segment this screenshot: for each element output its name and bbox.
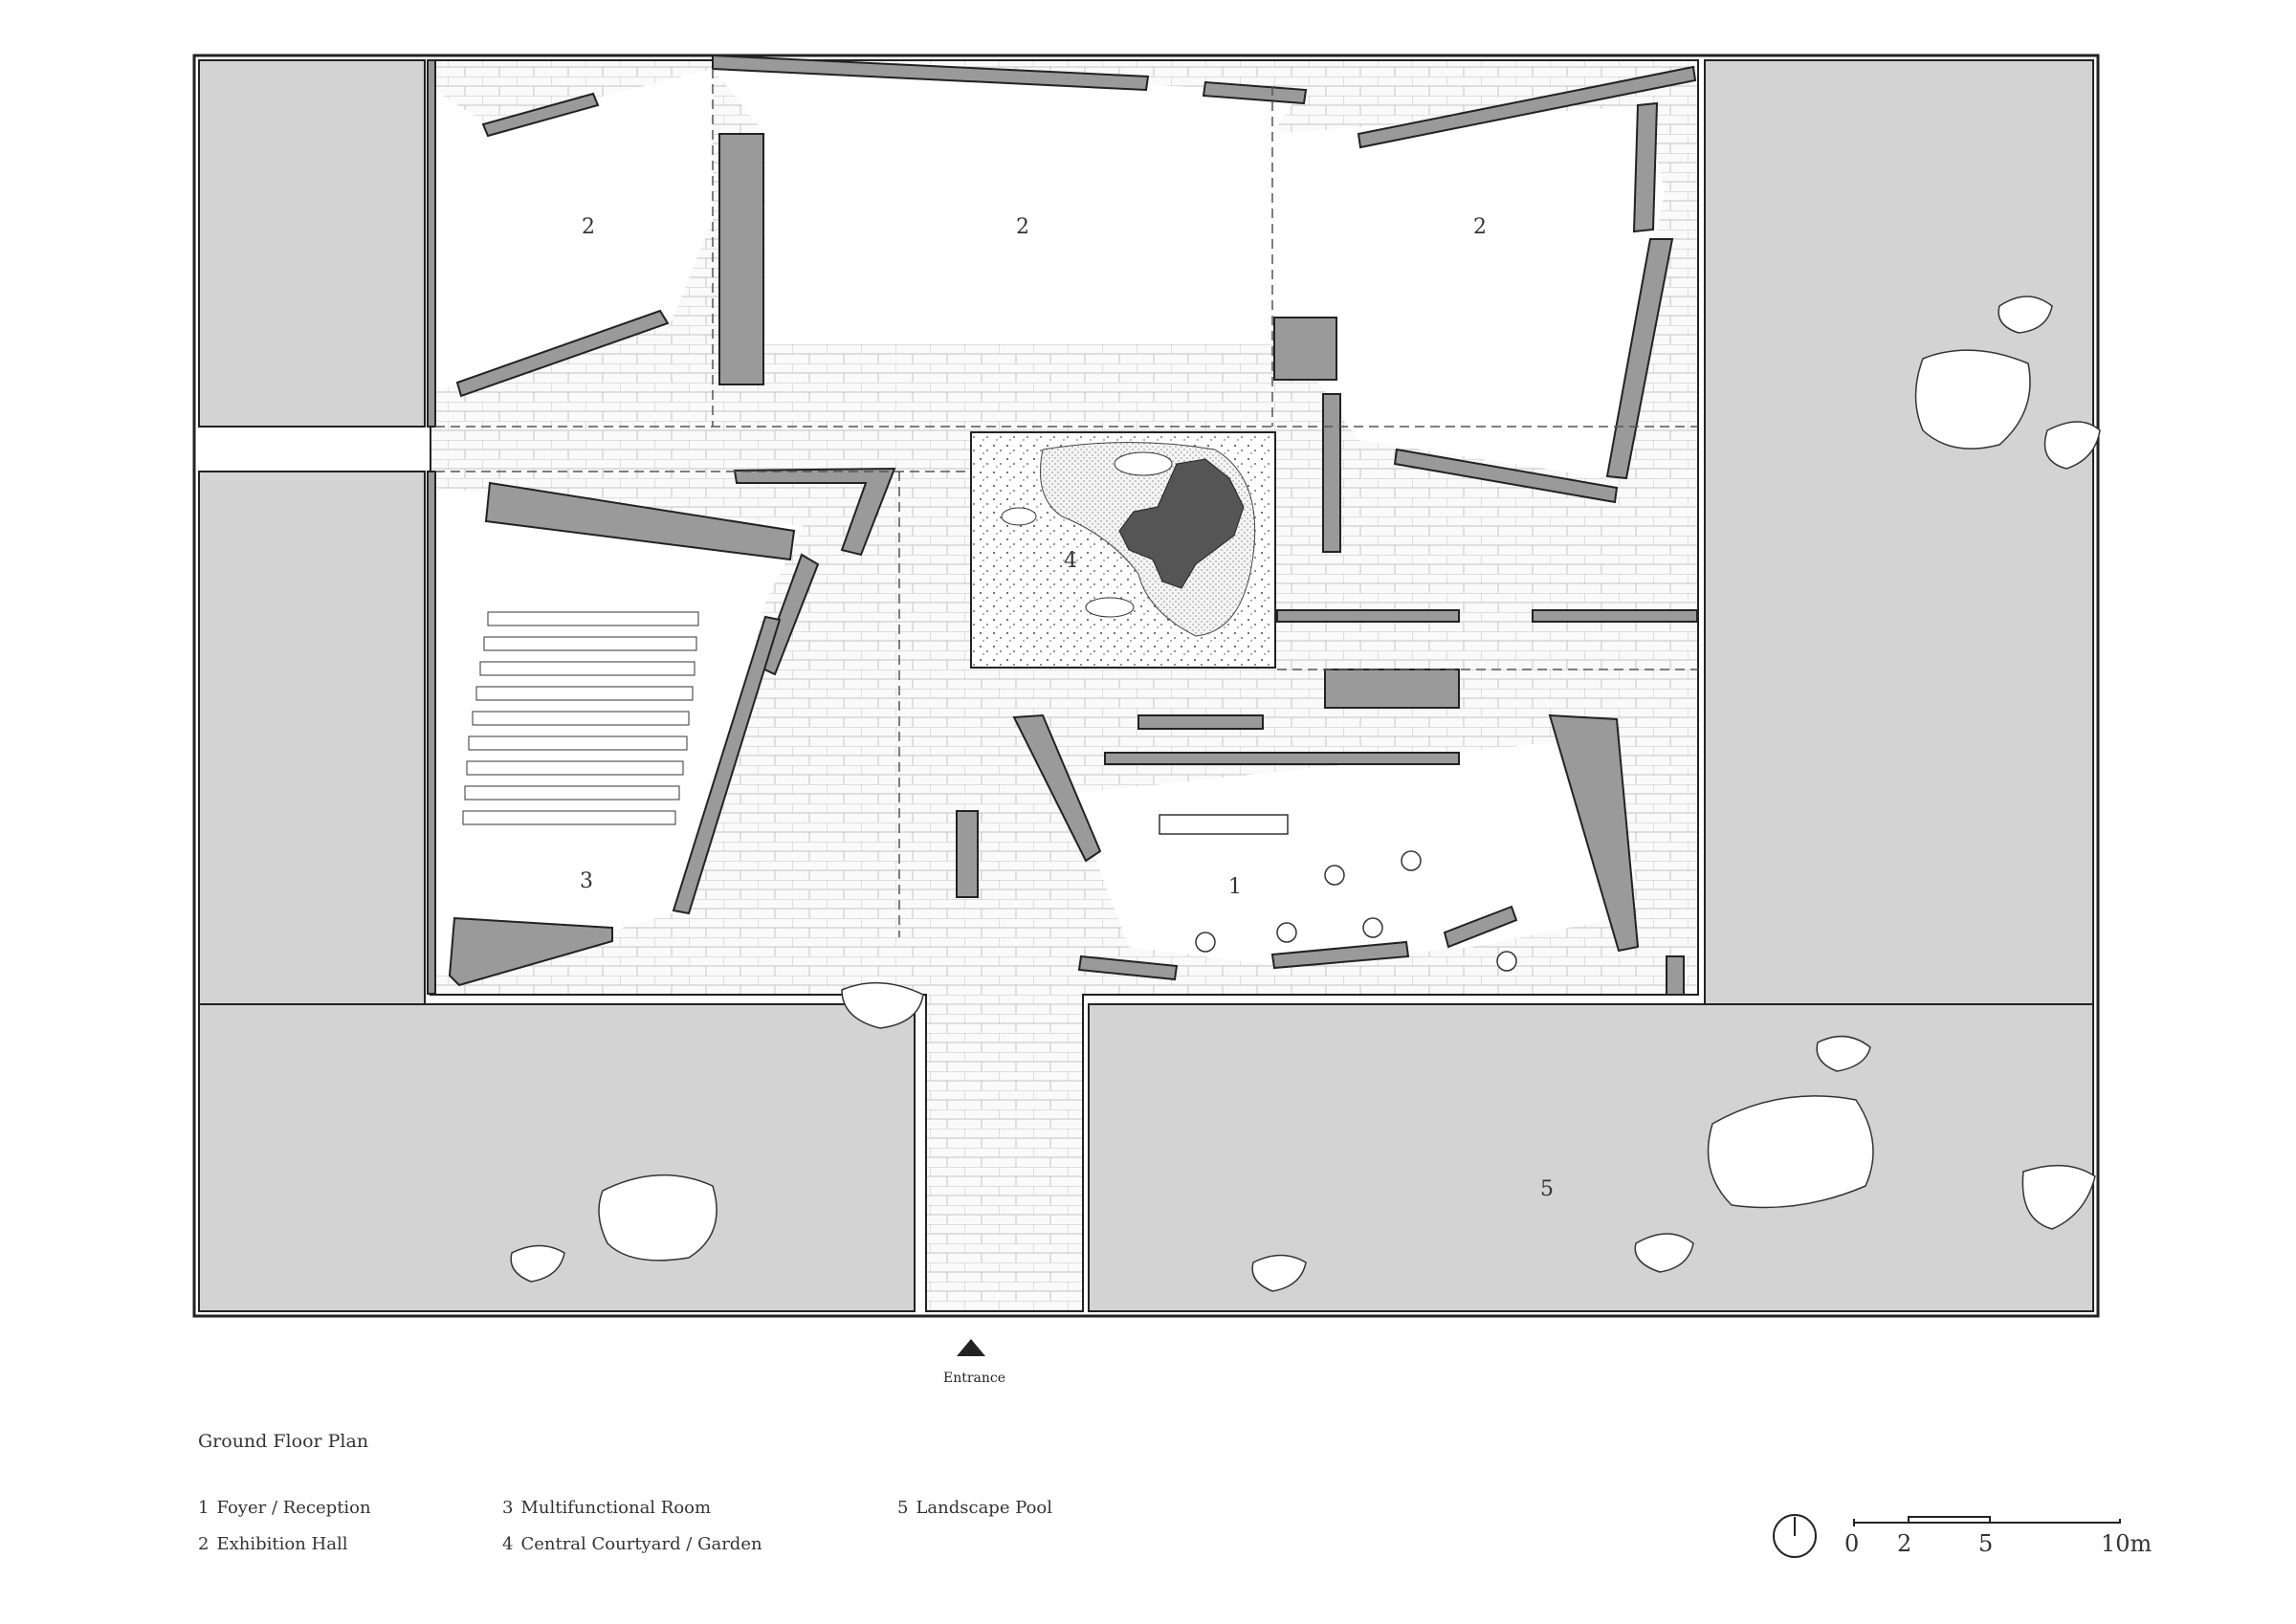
wall: [956, 810, 979, 898]
wall: [718, 133, 764, 385]
legend-item: 5 Landscape Pool: [897, 1498, 1052, 1518]
pool-south-east: [1088, 1003, 2094, 1312]
courtyard-rock: [1114, 451, 1173, 476]
legend-item: 1 Foyer / Reception: [198, 1498, 371, 1518]
wall: [1270, 940, 1410, 970]
wall: [712, 54, 1150, 92]
scale-tick-label: 5: [1978, 1530, 1994, 1557]
overhead-lines: [435, 69, 1698, 937]
legend-label: Exhibition Hall: [216, 1534, 348, 1554]
north-arrow-icon: [1773, 1514, 1817, 1558]
landscape-pool: [198, 59, 2094, 1312]
room-number: 2: [1016, 215, 1029, 239]
wall: [1632, 101, 1659, 233]
legend-number: 1: [198, 1498, 210, 1518]
scale-bar: [1853, 1516, 2121, 1526]
entrance-arrow-icon: [957, 1339, 985, 1356]
legend-label: Landscape Pool: [916, 1498, 1053, 1518]
walls: [427, 54, 1698, 996]
wall: [1104, 752, 1460, 765]
room-number: 4: [1064, 549, 1077, 573]
pool-north-west: [198, 59, 426, 428]
interior-rooms: [435, 69, 1665, 976]
room-exhibition-west: [435, 69, 713, 392]
scale-tick-label: 10m: [2101, 1530, 2152, 1557]
legend-label: Central Courtyard / Garden: [520, 1534, 762, 1554]
reception-counter: [1159, 814, 1289, 835]
wall: [672, 615, 782, 915]
wall: [1357, 65, 1697, 149]
room-exhibition-east: [1272, 105, 1665, 478]
wall: [1532, 609, 1698, 623]
legend-number: 3: [502, 1498, 514, 1518]
room-number: 3: [580, 869, 593, 893]
wall: [1324, 669, 1460, 709]
wall: [1273, 317, 1337, 381]
room-number: 5: [1540, 1177, 1554, 1201]
room-number: 1: [1228, 875, 1242, 899]
wall: [455, 309, 670, 398]
wall: [1077, 955, 1179, 981]
wall: [484, 481, 796, 561]
legend-item: 2 Exhibition Hall: [198, 1534, 347, 1554]
legend-label: Multifunctional Room: [520, 1498, 712, 1518]
room-exhibition-center: [713, 69, 1301, 344]
wall: [427, 471, 436, 995]
legend-label: Foyer / Reception: [216, 1498, 371, 1518]
foyer-furniture: [1159, 814, 1517, 972]
wall: [1548, 713, 1640, 953]
auditorium-seats: [462, 611, 699, 825]
room-number: 2: [1473, 215, 1487, 239]
entrance-label: Entrance: [943, 1371, 1005, 1386]
central-courtyard: [970, 431, 1276, 669]
wall: [733, 467, 896, 557]
room-number: 2: [582, 215, 595, 239]
wall: [448, 916, 613, 987]
wall: [481, 92, 600, 138]
legend-item: 4 Central Courtyard / Garden: [502, 1534, 762, 1554]
legend-number: 4: [502, 1534, 514, 1554]
scale-tick-label: 0: [1844, 1530, 1860, 1557]
legend-number: 2: [198, 1534, 210, 1554]
wall: [1012, 713, 1102, 863]
courtyard-rock: [1085, 597, 1135, 618]
wall: [1276, 609, 1460, 623]
wall: [1322, 393, 1341, 553]
scale-tick-label: 2: [1897, 1530, 1912, 1557]
wall: [1605, 238, 1674, 480]
legend-number: 5: [897, 1498, 909, 1518]
wall: [1393, 448, 1619, 504]
legend-item: 3 Multifunctional Room: [502, 1498, 711, 1518]
wall: [427, 59, 436, 428]
courtyard-rock: [1001, 507, 1037, 526]
drawing-title: Ground Floor Plan: [198, 1431, 369, 1452]
wall: [1443, 905, 1518, 949]
boulders: [510, 296, 2101, 1292]
wall: [1137, 714, 1264, 730]
tree-canopy: [1118, 458, 1245, 589]
wall: [1666, 955, 1685, 996]
room-foyer: [1071, 736, 1636, 966]
room-multifunctional: [435, 488, 804, 976]
